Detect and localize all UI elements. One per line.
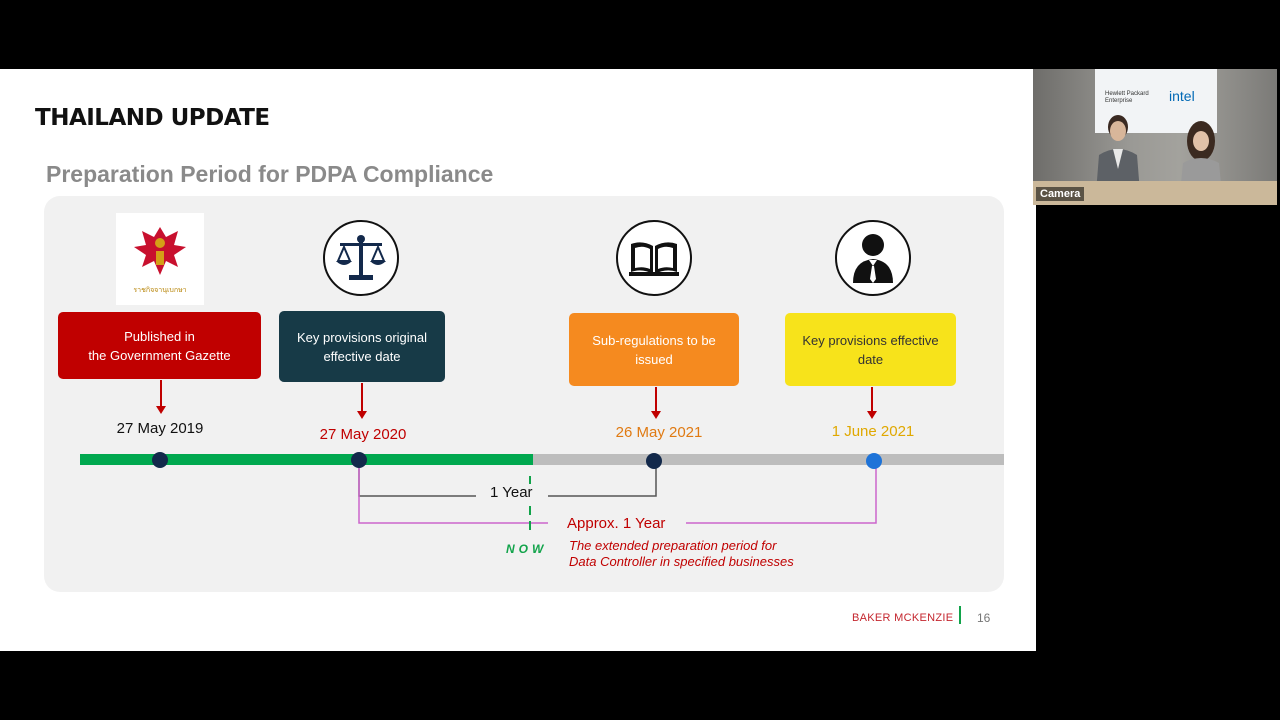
- camera-label: Camera: [1036, 187, 1085, 201]
- emblem-caption: ราชกิจจานุเบกษา: [133, 286, 187, 294]
- timeline-elapsed: [80, 454, 533, 465]
- garuda-emblem: ราชกิจจานุเบกษา: [116, 213, 204, 305]
- milestone-date: 27 May 2019: [116, 420, 204, 437]
- milestone-date: 26 May 2021: [615, 424, 703, 441]
- milestone-box-gazette: Published in the Government Gazette: [58, 312, 261, 379]
- scales-of-justice-icon: [323, 220, 399, 296]
- down-arrow-icon: [651, 387, 661, 419]
- milestone-label: Published in the Government Gazette: [88, 328, 231, 363]
- now-marker-label: NOW: [506, 542, 548, 556]
- timeline-remaining: [533, 454, 1004, 465]
- slide-title: THAILAND UPDATE: [35, 105, 270, 131]
- slide: THAILAND UPDATE Preparation Period for P…: [0, 69, 1036, 651]
- person-icon: [835, 220, 911, 296]
- down-arrow-icon: [867, 387, 877, 419]
- timeline-node: [646, 453, 662, 469]
- milestone-date: 1 June 2021: [831, 423, 915, 440]
- milestone-box-sub-regulations: Sub-regulations to be issued: [569, 313, 739, 386]
- camera-feed[interactable]: Hewlett Packard Enterprise intel Camera: [1033, 69, 1277, 205]
- extension-note: The extended preparation period for Data…: [569, 538, 794, 569]
- timeline-node-final: [866, 453, 882, 469]
- down-arrow-icon: [357, 383, 367, 419]
- milestone-box-original-effective: Key provisions original effective date: [279, 311, 445, 382]
- milestone-box-effective: Key provisions effective date: [785, 313, 956, 386]
- one-year-label: 1 Year: [486, 484, 537, 501]
- footer-brand: BAKER MCKENZIE: [852, 612, 954, 624]
- milestone-label: Key provisions effective date: [802, 332, 939, 367]
- book-icon: [616, 220, 692, 296]
- milestone-date: 27 May 2020: [319, 426, 407, 443]
- down-arrow-icon: [156, 380, 166, 414]
- approx-year-label: Approx. 1 Year: [561, 515, 672, 532]
- hpe-logo: Hewlett Packard Enterprise: [1105, 91, 1149, 104]
- timeline-node: [152, 452, 168, 468]
- timeline-node: [351, 452, 367, 468]
- milestone-label: Sub-regulations to be issued: [592, 332, 716, 367]
- milestone-label: Key provisions original effective date: [296, 329, 428, 364]
- page-number: 16: [977, 611, 991, 625]
- garuda-icon: [134, 226, 186, 275]
- intel-logo: intel: [1169, 88, 1195, 104]
- slide-subtitle: Preparation Period for PDPA Compliance: [46, 161, 494, 187]
- footer-divider: [959, 606, 961, 624]
- timeline-brackets: [358, 461, 877, 535]
